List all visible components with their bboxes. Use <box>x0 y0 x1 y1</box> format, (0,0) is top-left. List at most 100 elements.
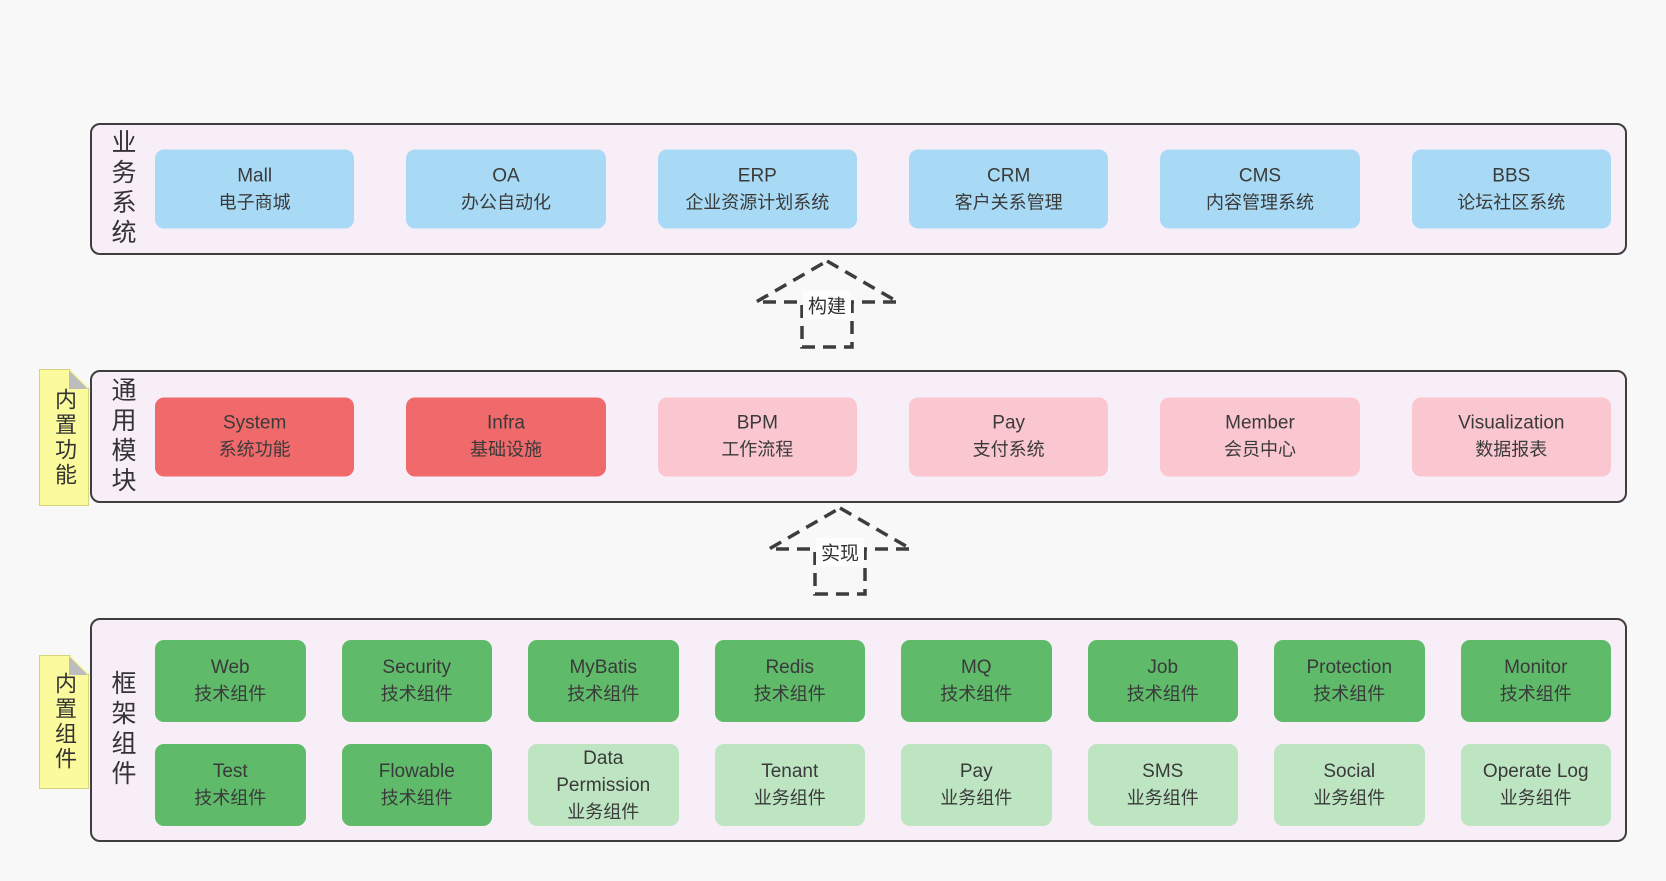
box-subtitle: 工作流程 <box>721 439 794 460</box>
box-erp: ERP 企业资源计划系统 <box>657 149 857 229</box>
box-title: Job <box>1147 657 1179 678</box>
box-subtitle: 会员中心 <box>1223 439 1296 460</box>
box-subtitle: 业务组件 <box>567 801 640 822</box>
panel-label-business-systems: 业务系统 <box>108 129 136 249</box>
up-arrow-icon <box>765 505 915 596</box>
box-title: MyBatis <box>569 657 638 678</box>
box-subtitle: 业务组件 <box>1313 788 1386 808</box>
box-test: Test 技术组件 <box>155 744 306 826</box>
box-subtitle: 业务组件 <box>753 788 826 808</box>
box-member: Member 会员中心 <box>1160 397 1360 476</box>
box-subtitle: 支付系统 <box>972 439 1045 460</box>
box-title: Security <box>382 657 452 678</box>
box-title: Web <box>210 657 250 678</box>
arrow-label: 实现 <box>815 537 865 567</box>
box-data-permission: Data Permission 业务组件 <box>528 744 679 826</box>
box-mall: Mall 电子商城 <box>155 149 355 229</box>
box-cms: CMS 内容管理系统 <box>1160 149 1360 229</box>
box-infra: Infra 基础设施 <box>406 397 606 476</box>
box-sms: SMS 业务组件 <box>1087 744 1238 826</box>
box-social: Social 业务组件 <box>1274 744 1425 826</box>
note-fold-corner-icon <box>69 370 88 389</box>
box-subtitle: 技术组件 <box>1126 684 1199 704</box>
common-modules-panel: 通用模块 System 系统功能 Infra 基础设施 BPM 工作流程 Pay 支付系统 Me… <box>90 370 1627 503</box>
box-pay: Pay 支付系统 <box>908 397 1109 476</box>
box-subtitle: 技术组件 <box>194 788 267 808</box>
box-subtitle: 客户关系管理 <box>954 192 1063 212</box>
box-job: Job 技术组件 <box>1087 640 1238 722</box>
box-subtitle: 技术组件 <box>380 788 453 808</box>
box-subtitle: 办公自动化 <box>460 192 551 212</box>
box-title: Member <box>1225 412 1295 434</box>
up-arrow-icon <box>752 258 902 349</box>
box-subtitle: 技术组件 <box>940 684 1013 704</box>
box-title: BPM <box>736 412 778 434</box>
box-title: MQ <box>960 657 992 678</box>
box-oa: OA 办公自动化 <box>406 149 606 229</box>
note-fold-corner-icon <box>69 656 88 675</box>
box-system: System 系统功能 <box>155 397 355 476</box>
box-tenant: Tenant 业务组件 <box>714 744 865 826</box>
business-systems-row: Mall 电子商城 OA 办公自动化 ERP 企业资源计划系统 CRM 客户关系管理 CMS 内容… <box>155 149 1611 229</box>
box-subtitle: 业务组件 <box>1126 788 1199 808</box>
box-title: CMS <box>1238 165 1282 186</box>
box-title: Visualization <box>1458 412 1565 434</box>
box-subtitle: 技术组件 <box>1499 684 1572 704</box>
box-subtitle: 系统功能 <box>218 439 291 460</box>
box-subtitle: 企业资源计划系统 <box>685 192 830 212</box>
sticky-note-builtin-features: 内置功能 <box>39 369 89 506</box>
box-subtitle: 电子商城 <box>218 192 291 212</box>
box-subtitle: 技术组件 <box>1313 684 1386 704</box>
box-pay: Pay 业务组件 <box>901 744 1052 826</box>
box-title: Test <box>212 761 248 782</box>
box-title: Data Permission <box>556 747 651 796</box>
box-subtitle: 技术组件 <box>753 684 826 704</box>
note-text: 内置组件 <box>52 672 77 772</box>
box-subtitle: 内容管理系统 <box>1205 192 1314 212</box>
box-subtitle: 技术组件 <box>567 684 640 704</box>
box-title: Redis <box>765 657 815 678</box>
box-flowable: Flowable 技术组件 <box>341 744 492 826</box>
box-title: Mall <box>237 165 273 186</box>
box-subtitle: 业务组件 <box>940 788 1013 808</box>
box-subtitle: 技术组件 <box>194 684 267 704</box>
box-title: Pay <box>959 761 993 782</box>
business-systems-panel: 业务系统 Mall 电子商城 OA 办公自动化 ERP 企业资源计划系统 CRM 客户关系管理… <box>90 123 1627 255</box>
panel-label-common-modules: 通用模块 <box>108 376 136 497</box>
common-modules-row: System 系统功能 Infra 基础设施 BPM 工作流程 Pay 支付系统 Member 会… <box>155 397 1611 476</box>
box-redis: Redis 技术组件 <box>714 640 865 722</box>
box-title: ERP <box>737 165 777 186</box>
box-mq: MQ 技术组件 <box>901 640 1052 722</box>
box-monitor: Monitor 技术组件 <box>1460 640 1611 722</box>
box-security: Security 技术组件 <box>341 640 492 722</box>
box-title: Social <box>1323 761 1376 782</box>
box-subtitle: 业务组件 <box>1499 788 1572 808</box>
box-title: SMS <box>1142 761 1184 782</box>
box-title: System <box>222 412 287 434</box>
sticky-note-builtin-components: 内置组件 <box>39 655 89 789</box>
box-subtitle: 技术组件 <box>380 684 453 704</box>
box-title: CRM <box>987 165 1031 186</box>
box-web: Web 技术组件 <box>155 640 306 722</box>
note-text: 内置功能 <box>52 387 77 488</box>
box-bpm: BPM 工作流程 <box>657 397 857 476</box>
box-title: Pay <box>992 412 1026 434</box>
box-title: Tenant <box>761 761 819 782</box>
box-title: Protection <box>1306 657 1393 678</box>
implement-arrow: 实现 <box>765 505 915 597</box>
box-title: Infra <box>486 412 525 434</box>
box-subtitle: 基础设施 <box>469 439 542 460</box>
box-title: Operate Log <box>1482 761 1589 782</box>
panel-label-framework-components: 框架组件 <box>108 670 136 790</box>
box-title: Flowable <box>378 761 455 782</box>
box-title: OA <box>492 165 520 186</box>
box-crm: CRM 客户关系管理 <box>908 149 1109 229</box>
box-mybatis: MyBatis 技术组件 <box>528 640 679 722</box>
box-title: BBS <box>1492 165 1531 186</box>
box-title: Monitor <box>1504 657 1568 678</box>
